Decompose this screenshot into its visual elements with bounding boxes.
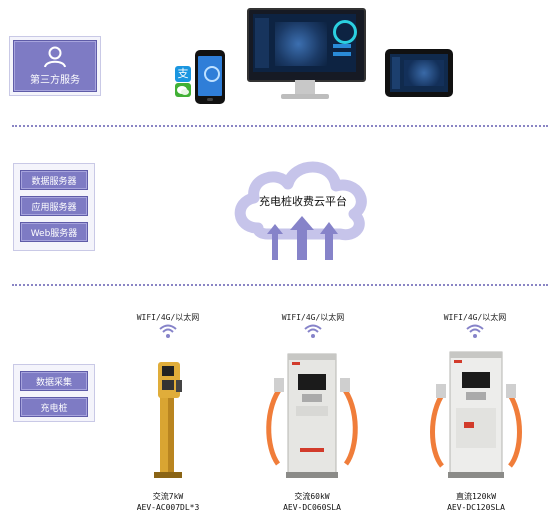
charger-caption-1: 交流7kW AEV-AC007DL*3	[108, 491, 228, 513]
third-party-panel: 第三方服务	[9, 36, 101, 96]
charger-type-1: 交流7kW	[152, 492, 184, 501]
charger-model-2: AEV-DC060SLA	[283, 503, 341, 512]
section-divider-1	[12, 125, 548, 127]
web-server-button[interactable]: Web服务器	[20, 222, 88, 242]
collect-panel: 数据采集 充电桩	[13, 364, 95, 422]
charger-caption-3: 直流120kW AEV-DC120SLA	[416, 491, 536, 513]
wifi-icon	[304, 324, 322, 338]
server-panel: 数据服务器 应用服务器 Web服务器	[13, 163, 95, 251]
cloud-icon	[234, 161, 367, 241]
charger-caption-2: 交流60kW AEV-DC060SLA	[252, 491, 372, 513]
upload-arrows-icon	[267, 216, 338, 260]
data-collect-button[interactable]: 数据采集	[20, 371, 88, 391]
network-label-2: WIFI/4G/以太网	[281, 313, 345, 322]
ac-charging-pillar-icon	[154, 362, 182, 478]
user-icon	[44, 46, 66, 68]
tablet-icon	[385, 49, 453, 97]
alipay-icon: 支	[175, 66, 191, 82]
charger-type-2: 交流60kW	[294, 492, 330, 501]
charger-model-3: AEV-DC120SLA	[447, 503, 505, 512]
dc-charger-60kw-icon	[266, 353, 358, 478]
wifi-icon	[466, 324, 484, 338]
charger-button[interactable]: 充电桩	[20, 397, 88, 417]
wechat-icon	[175, 83, 191, 97]
dc-charger-120kw-icon	[430, 351, 522, 478]
smartphone-icon	[195, 50, 225, 104]
data-server-button[interactable]: 数据服务器	[20, 170, 88, 190]
network-label-3: WIFI/4G/以太网	[443, 313, 507, 322]
cloud-platform-label: 充电桩收费云平台	[259, 195, 347, 208]
wifi-icon	[159, 324, 177, 338]
network-label-1: WIFI/4G/以太网	[136, 313, 200, 322]
charger-type-3: 直流120kW	[455, 492, 497, 501]
monitor-icon	[247, 8, 366, 102]
third-party-label: 第三方服务	[30, 75, 80, 86]
section-divider-2	[12, 284, 548, 286]
third-party-service-box[interactable]: 第三方服务	[13, 40, 97, 92]
charger-model-1: AEV-AC007DL*3	[136, 503, 200, 512]
app-server-button[interactable]: 应用服务器	[20, 196, 88, 216]
